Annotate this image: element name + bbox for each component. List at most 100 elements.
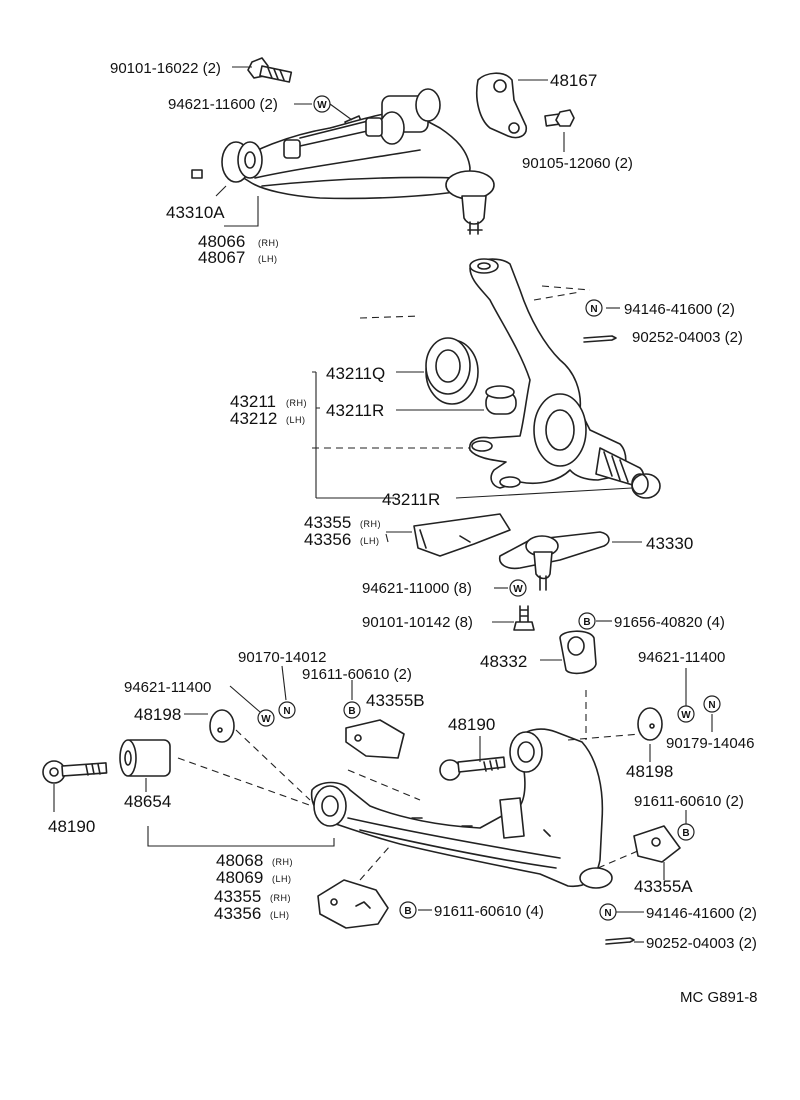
svg-text:43211: 43211 (230, 392, 276, 411)
svg-text:(LH): (LH) (258, 254, 278, 264)
svg-text:43211R: 43211R (326, 401, 384, 420)
svg-text:43356: 43356 (214, 904, 261, 923)
svg-text:(RH): (RH) (286, 398, 307, 408)
part-label-43310A: 43310A (166, 203, 225, 222)
svg-text:91656-40820 (4): 91656-40820 (4) (614, 614, 725, 631)
svg-text:43356: 43356 (304, 530, 351, 549)
svg-text:90101-16022 (2): 90101-16022 (2) (110, 60, 221, 77)
svg-text:B: B (404, 906, 411, 917)
part-label-48198-right: 48198 (626, 762, 673, 781)
washer-symbol-left-cam: W (257, 709, 275, 727)
part-label-43355A: 43355A (634, 877, 693, 896)
svg-text:(RH): (RH) (360, 519, 381, 529)
washer-symbol-ball-joint: W (509, 579, 527, 597)
svg-text:90179-14046: 90179-14046 (666, 735, 754, 752)
svg-text:(RH): (RH) (272, 857, 293, 867)
bolt-90101-10142-drawing (513, 605, 535, 631)
part-label-43355-upper: 43355 (RH) (304, 513, 381, 532)
svg-text:W: W (261, 714, 271, 725)
part-label-94621-11400-left: 94621-11400 (124, 679, 211, 696)
svg-text:W: W (317, 100, 327, 111)
nut-symbol-knuckle: N (585, 299, 603, 317)
svg-text:N: N (590, 304, 597, 315)
part-label-48167: 48167 (550, 71, 597, 90)
svg-text:48198: 48198 (626, 762, 673, 781)
part-label-94146-41600-lower: 94146-41600 (2) (646, 905, 757, 922)
svg-text:48167: 48167 (550, 71, 597, 90)
part-label-94621-11600: 94621-11600 (2) (168, 96, 278, 113)
part-label-90101-10142: 90101-10142 (8) (362, 614, 473, 631)
stabilizer-bracket-43355A-drawing (633, 825, 681, 863)
leader-lines (53, 66, 713, 943)
dust-seal-43211Q-drawing (425, 337, 479, 405)
part-label-48067: 48067 (LH) (198, 248, 278, 267)
part-label-43212: 43212 (LH) (230, 409, 306, 428)
part-label-43356-upper: 43356 (LH) (304, 530, 380, 549)
svg-text:90252-04003 (2): 90252-04003 (2) (646, 935, 757, 952)
cap-43211R-drawing (631, 473, 661, 499)
svg-text:91611-60610 (2): 91611-60610 (2) (634, 793, 744, 810)
svg-text:43355A: 43355A (634, 877, 693, 896)
nut-symbol-left-cam: N (278, 701, 296, 719)
part-label-94621-11400-right: 94621-11400 (638, 649, 725, 666)
part-label-90105-12060: 90105-12060 (2) (522, 155, 633, 172)
part-label-43211: 43211 (RH) (230, 392, 307, 411)
part-label-48198-left: 48198 (134, 705, 181, 724)
upper-arm-bolt-drawing (247, 57, 293, 83)
bushing-48654-drawing (119, 739, 171, 777)
svg-text:94621-11400: 94621-11400 (638, 649, 725, 666)
svg-text:48332: 48332 (480, 652, 527, 671)
svg-text:90170-14012: 90170-14012 (238, 649, 326, 666)
svg-text:43310A: 43310A (166, 203, 225, 222)
nut-symbol-lower: N (599, 903, 617, 921)
svg-text:48067: 48067 (198, 248, 245, 267)
svg-text:94146-41600 (2): 94146-41600 (2) (624, 301, 735, 318)
part-label-43355B: 43355B (366, 691, 425, 710)
svg-text:(LH): (LH) (272, 874, 292, 884)
svg-text:(LH): (LH) (360, 536, 380, 546)
svg-text:(LH): (LH) (270, 910, 290, 920)
svg-text:N: N (604, 908, 611, 919)
bumper-bracket-lower-drawing (317, 879, 389, 929)
svg-text:90105-12060 (2): 90105-12060 (2) (522, 155, 633, 172)
svg-text:48198: 48198 (134, 705, 181, 724)
bumper-bracket-43355-drawing (413, 513, 511, 557)
svg-text:48190: 48190 (48, 817, 95, 836)
part-label-90170-14012: 90170-14012 (238, 649, 326, 666)
part-label-90252-04003-upper: 90252-04003 (2) (632, 329, 743, 346)
part-label-91611-60610-top: 91611-60610 (2) (302, 666, 412, 683)
svg-text:43355: 43355 (214, 887, 261, 906)
svg-text:94621-11400: 94621-11400 (124, 679, 211, 696)
svg-text:48190: 48190 (448, 715, 495, 734)
part-label-91611-60610-right: 91611-60610 (2) (634, 793, 744, 810)
svg-text:94146-41600 (2): 94146-41600 (2) (646, 905, 757, 922)
bracket-48167-drawing (475, 72, 528, 139)
svg-text:43355B: 43355B (366, 691, 425, 710)
svg-text:43355: 43355 (304, 513, 351, 532)
part-label-91611-60610-lower: 91611-60610 (4) (434, 903, 544, 920)
svg-text:W: W (513, 584, 523, 595)
cam-bolt-48190-right-drawing (439, 756, 506, 781)
cotter-pin-upper-drawing (583, 335, 617, 343)
nut-symbol-right-cam: N (703, 695, 721, 713)
part-label-43211R-cap: 43211R (382, 490, 440, 509)
svg-text:B: B (583, 617, 590, 628)
svg-text:MC G891-8: MC G891-8 (680, 989, 758, 1006)
part-label-43355-lower: 43355 (RH) (214, 887, 291, 906)
svg-text:(LH): (LH) (286, 415, 306, 425)
bumper-48332-drawing (559, 630, 597, 675)
svg-text:94621-11600 (2): 94621-11600 (2) (168, 96, 278, 113)
part-label-48066: 48066 (RH) (198, 232, 279, 251)
diagram-code: MC G891-8 (680, 989, 758, 1006)
part-label-94621-11000: 94621-11000 (8) (362, 580, 472, 597)
cam-plate-48198-right-drawing (637, 707, 663, 741)
svg-text:B: B (682, 828, 689, 839)
bolt-symbol-lower-bracket: B (399, 901, 417, 919)
svg-text:90101-10142 (8): 90101-10142 (8) (362, 614, 473, 631)
part-label-94146-41600-upper: 94146-41600 (2) (624, 301, 735, 318)
svg-text:W: W (681, 710, 691, 721)
part-label-43211R-bushing: 43211R (326, 401, 384, 420)
part-label-48190-left: 48190 (48, 817, 95, 836)
washer-symbol-upper-arm: W (313, 95, 331, 113)
lower-control-arm-drawing (310, 728, 613, 889)
